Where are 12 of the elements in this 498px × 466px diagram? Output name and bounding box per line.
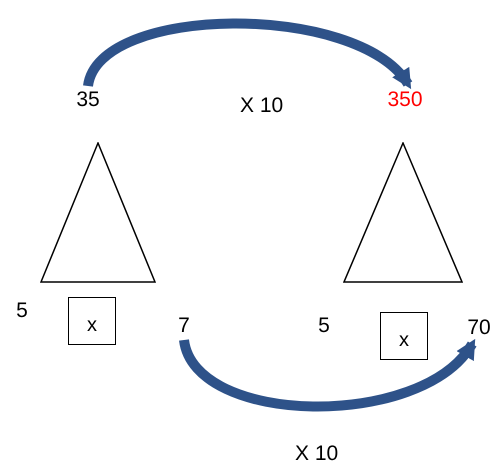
answer-box: x xyxy=(68,297,116,345)
number-label: 35 xyxy=(70,86,106,114)
triangle xyxy=(40,142,156,283)
number-label: 350 xyxy=(380,86,430,114)
curved-arrow xyxy=(179,338,476,412)
number-label: 5 xyxy=(312,312,336,340)
curved-arrow xyxy=(83,18,412,88)
number-label: 5 xyxy=(10,297,34,325)
triangle xyxy=(343,142,463,283)
number-label: 70 xyxy=(462,314,496,342)
number-label: 7 xyxy=(172,312,196,340)
answer-box: x xyxy=(380,312,428,360)
